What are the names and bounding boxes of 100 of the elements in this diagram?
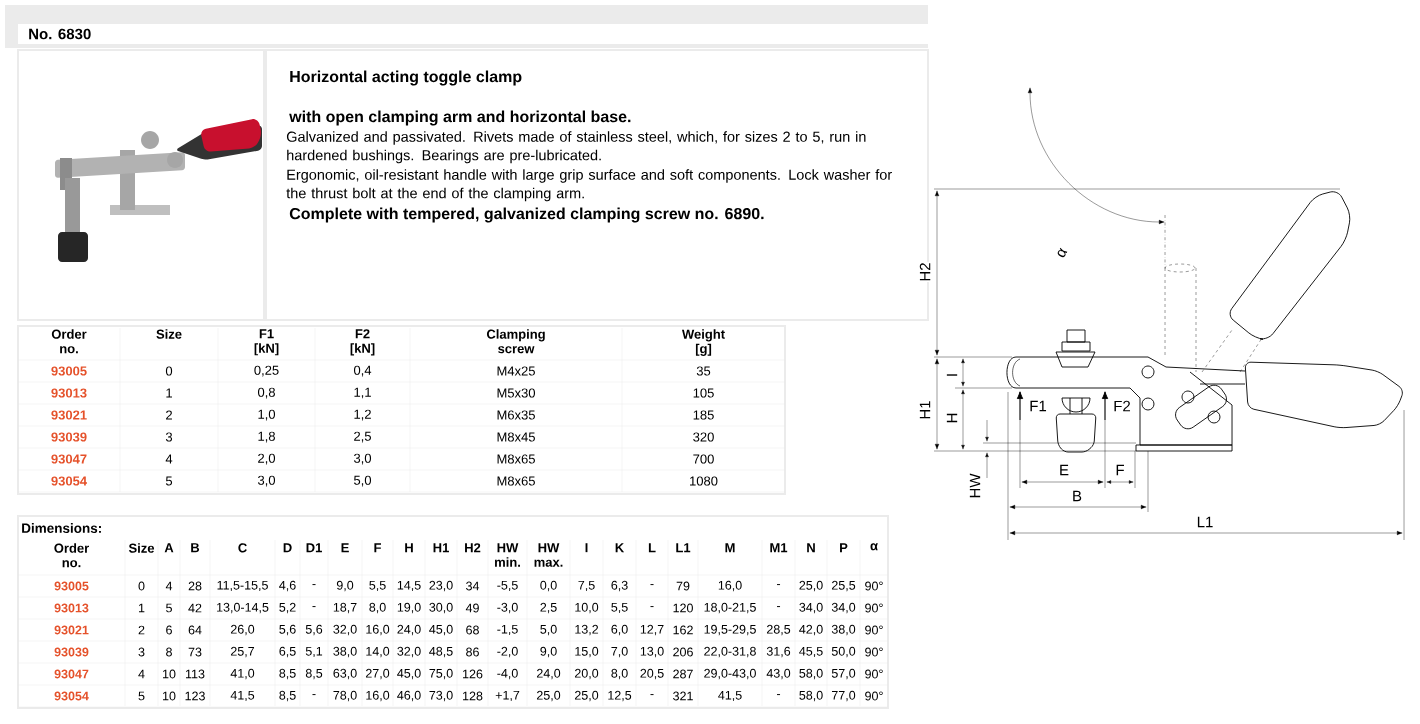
table-cell: 1,1: [354, 387, 371, 399]
table-cell: 28: [188, 581, 202, 591]
column-header: H2: [465, 543, 481, 553]
note: Complete with tempered, galvanized clamping screw no. 6890.: [289, 207, 764, 223]
table-cell: 49: [465, 603, 479, 613]
table-cell: 25,7: [230, 646, 255, 658]
table-cell: 24,0: [536, 668, 561, 680]
table-cell: 2,5: [354, 431, 371, 443]
column-header: C: [238, 543, 247, 553]
table-cell: 20,5: [640, 668, 664, 680]
table-cell: 5: [165, 476, 173, 486]
table-cell: 9,0: [540, 646, 557, 658]
table-cell: 13,2: [575, 624, 599, 636]
table-cell: 12,7: [640, 624, 664, 636]
column-header: Clamping screw: [486, 329, 545, 354]
table-cell: 46,0: [397, 690, 421, 702]
table-cell: 3,0: [354, 453, 372, 465]
table-cell: 3,0: [258, 475, 276, 487]
paragraph: Ergonomic, oil-resistant handle with large grip surface and soft components. Lock washer for the thrust bolt at the end of the clamping arm.: [286, 169, 892, 202]
table-cell: 26,0: [230, 624, 255, 636]
table-cell: 35: [696, 366, 711, 376]
table-cell: 0,8: [258, 387, 275, 399]
table-cell: 90°: [865, 647, 883, 657]
dimension-label: H1: [919, 399, 931, 421]
table-cell: 29,0-43,0: [704, 668, 756, 680]
table-cell: 63,0: [333, 668, 357, 680]
column-header: F: [374, 543, 381, 553]
column-header: D1: [306, 543, 322, 553]
table-cell: 90°: [865, 603, 883, 613]
table-cell: 19,0: [397, 602, 421, 614]
table-cell: 28,5: [767, 624, 791, 636]
table-cell: M8x45: [497, 432, 535, 442]
table-cell: 320: [693, 432, 714, 442]
table-cell: 25,0: [574, 690, 599, 702]
table-cell: 73,0: [429, 690, 453, 702]
table-cell: 16,0: [366, 690, 390, 702]
column-header: Size: [128, 543, 155, 553]
table-cell: 90°: [865, 669, 883, 679]
table-cell: 14,5: [397, 580, 421, 592]
table-cell: 93005: [54, 581, 89, 591]
table-cell: 0,0: [540, 580, 557, 592]
table-cell: 64: [188, 625, 202, 635]
table-cell: -: [777, 606, 781, 608]
table-cell: 93021: [54, 625, 89, 635]
table-cell: 3: [165, 432, 173, 442]
dimension-label: I: [946, 372, 958, 378]
column-header: I: [585, 543, 588, 553]
table-cell: 1080: [690, 476, 718, 486]
table-cell: 10: [163, 691, 176, 701]
table-cell: 18,0-21,5: [704, 602, 756, 614]
table-cell: 93005: [51, 366, 87, 376]
table-cell: 93039: [51, 432, 87, 442]
table-cell: 321: [673, 691, 693, 701]
column-header: H1: [433, 543, 449, 553]
table-cell: 1,8: [258, 431, 275, 443]
table-cell: 57,0: [831, 668, 856, 680]
table-cell: 32,0: [397, 646, 421, 658]
table-cell: 79: [676, 581, 690, 591]
table-cell: 10: [163, 669, 176, 679]
table-cell: 41,5: [230, 690, 255, 702]
table-cell: 6,0: [611, 624, 628, 636]
table-cell: 25,0: [536, 690, 561, 702]
table-cell: 7,0: [611, 646, 628, 658]
table-cell: 0,4: [354, 365, 372, 377]
table-cell: 34,0: [831, 602, 856, 614]
table-cell: 5,6: [279, 624, 296, 636]
dimension-label: α: [1055, 246, 1069, 260]
table-cell: M8x65: [497, 454, 535, 464]
column-header: N: [807, 543, 815, 553]
table-cell: 77,0: [832, 690, 856, 702]
table-cell: 13,0: [640, 646, 664, 658]
table-cell: 93013: [51, 388, 87, 398]
column-header: L: [648, 543, 656, 553]
table-cell: 128: [463, 691, 483, 701]
table-cell: 5,5: [369, 580, 386, 592]
table-cell: 6,3: [611, 580, 628, 592]
table-cell: 7,5: [578, 580, 595, 592]
table-cell: 20,0: [574, 668, 599, 680]
table-cell: 90°: [865, 625, 883, 635]
table-cell: 5: [138, 691, 145, 701]
table-cell: 185: [693, 410, 714, 420]
dimension-label: HW: [969, 473, 981, 499]
table-cell: 34: [466, 581, 480, 591]
table-cell: 15,0: [575, 646, 599, 658]
dimension-label: F2: [1112, 400, 1132, 412]
table-cell: 90°: [865, 691, 883, 701]
column-header: Order no.: [54, 543, 89, 568]
table-cell: -: [777, 694, 781, 696]
table-cell: -1,5: [497, 624, 518, 636]
table-cell: 93013: [54, 603, 89, 613]
table-cell: 4,6: [279, 580, 296, 592]
dimension-label: B: [1071, 490, 1083, 502]
table-cell: 2: [138, 625, 145, 635]
table-cell: 93054: [54, 691, 89, 701]
table-cell: 0: [138, 581, 145, 591]
table-cell: 1: [139, 603, 145, 613]
table-cell: 8,0: [611, 668, 628, 680]
table-cell: 32,0: [333, 624, 357, 636]
table-cell: M4x25: [497, 366, 535, 376]
dimension-label: H2: [919, 261, 931, 283]
